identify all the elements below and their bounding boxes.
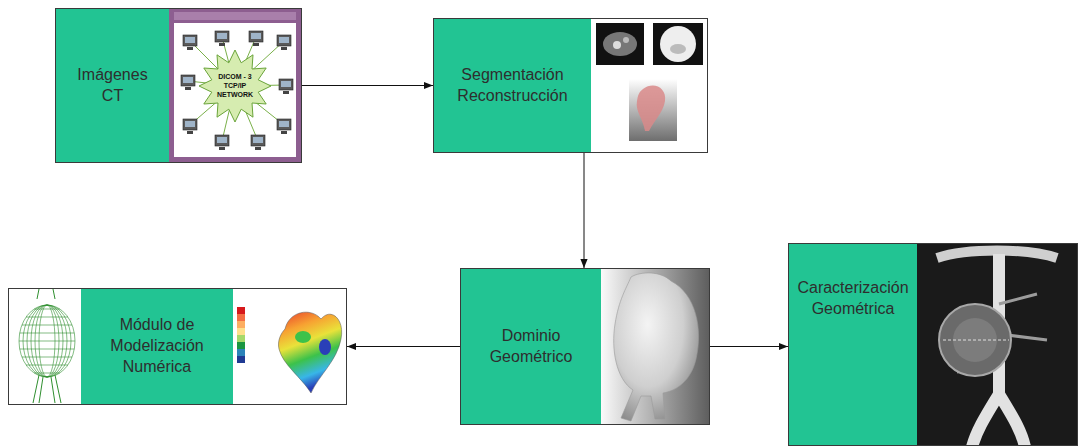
label-panel: Segmentación Reconstrucción xyxy=(434,19,591,152)
network-label: NETWORK xyxy=(205,90,265,99)
network-label: TCP/IP xyxy=(205,81,265,90)
aneurysm-surface-render xyxy=(601,269,709,424)
flow-arrow xyxy=(347,346,460,347)
box-label: Imágenes CT xyxy=(77,65,147,107)
flow-arrow xyxy=(584,153,585,268)
label-panel: Dominio Geométrico xyxy=(461,269,601,424)
angiography-image-drawing xyxy=(917,244,1077,445)
label-panel: Módulo de Modelización Numérica xyxy=(81,289,233,404)
ct-slice-thumbnails xyxy=(591,19,707,152)
aneurysm-surface-render-drawing xyxy=(601,269,709,424)
box-label: Módulo de Modelización Numérica xyxy=(95,315,219,377)
flow-arrow xyxy=(302,85,433,86)
box-label: Segmentación Reconstrucción xyxy=(457,65,567,107)
mesh-wireframe-drawing xyxy=(9,289,81,404)
deformation-plot-drawing xyxy=(233,289,346,404)
angiography-image xyxy=(917,244,1077,445)
process-box: Módulo de Modelización Numérica xyxy=(8,288,347,405)
mesh-wireframe xyxy=(9,289,81,404)
label-panel: Caracterización Geométrica xyxy=(789,244,917,445)
flow-arrow xyxy=(710,346,788,347)
box-label: Caracterización Geométrica xyxy=(797,278,908,320)
label-panel: Imágenes CT xyxy=(56,9,169,162)
process-box: Imágenes CT xyxy=(55,8,302,163)
process-box: Segmentación Reconstrucción xyxy=(433,18,708,153)
process-box: Dominio Geométrico xyxy=(460,268,710,425)
process-box: Caracterización Geométrica xyxy=(788,243,1078,446)
ct-slice-thumbnails-drawing xyxy=(591,19,707,152)
deformation-plot xyxy=(233,289,346,404)
network-label: DICOM - 3 xyxy=(205,72,265,81)
box-label: Dominio Geométrico xyxy=(490,326,573,368)
